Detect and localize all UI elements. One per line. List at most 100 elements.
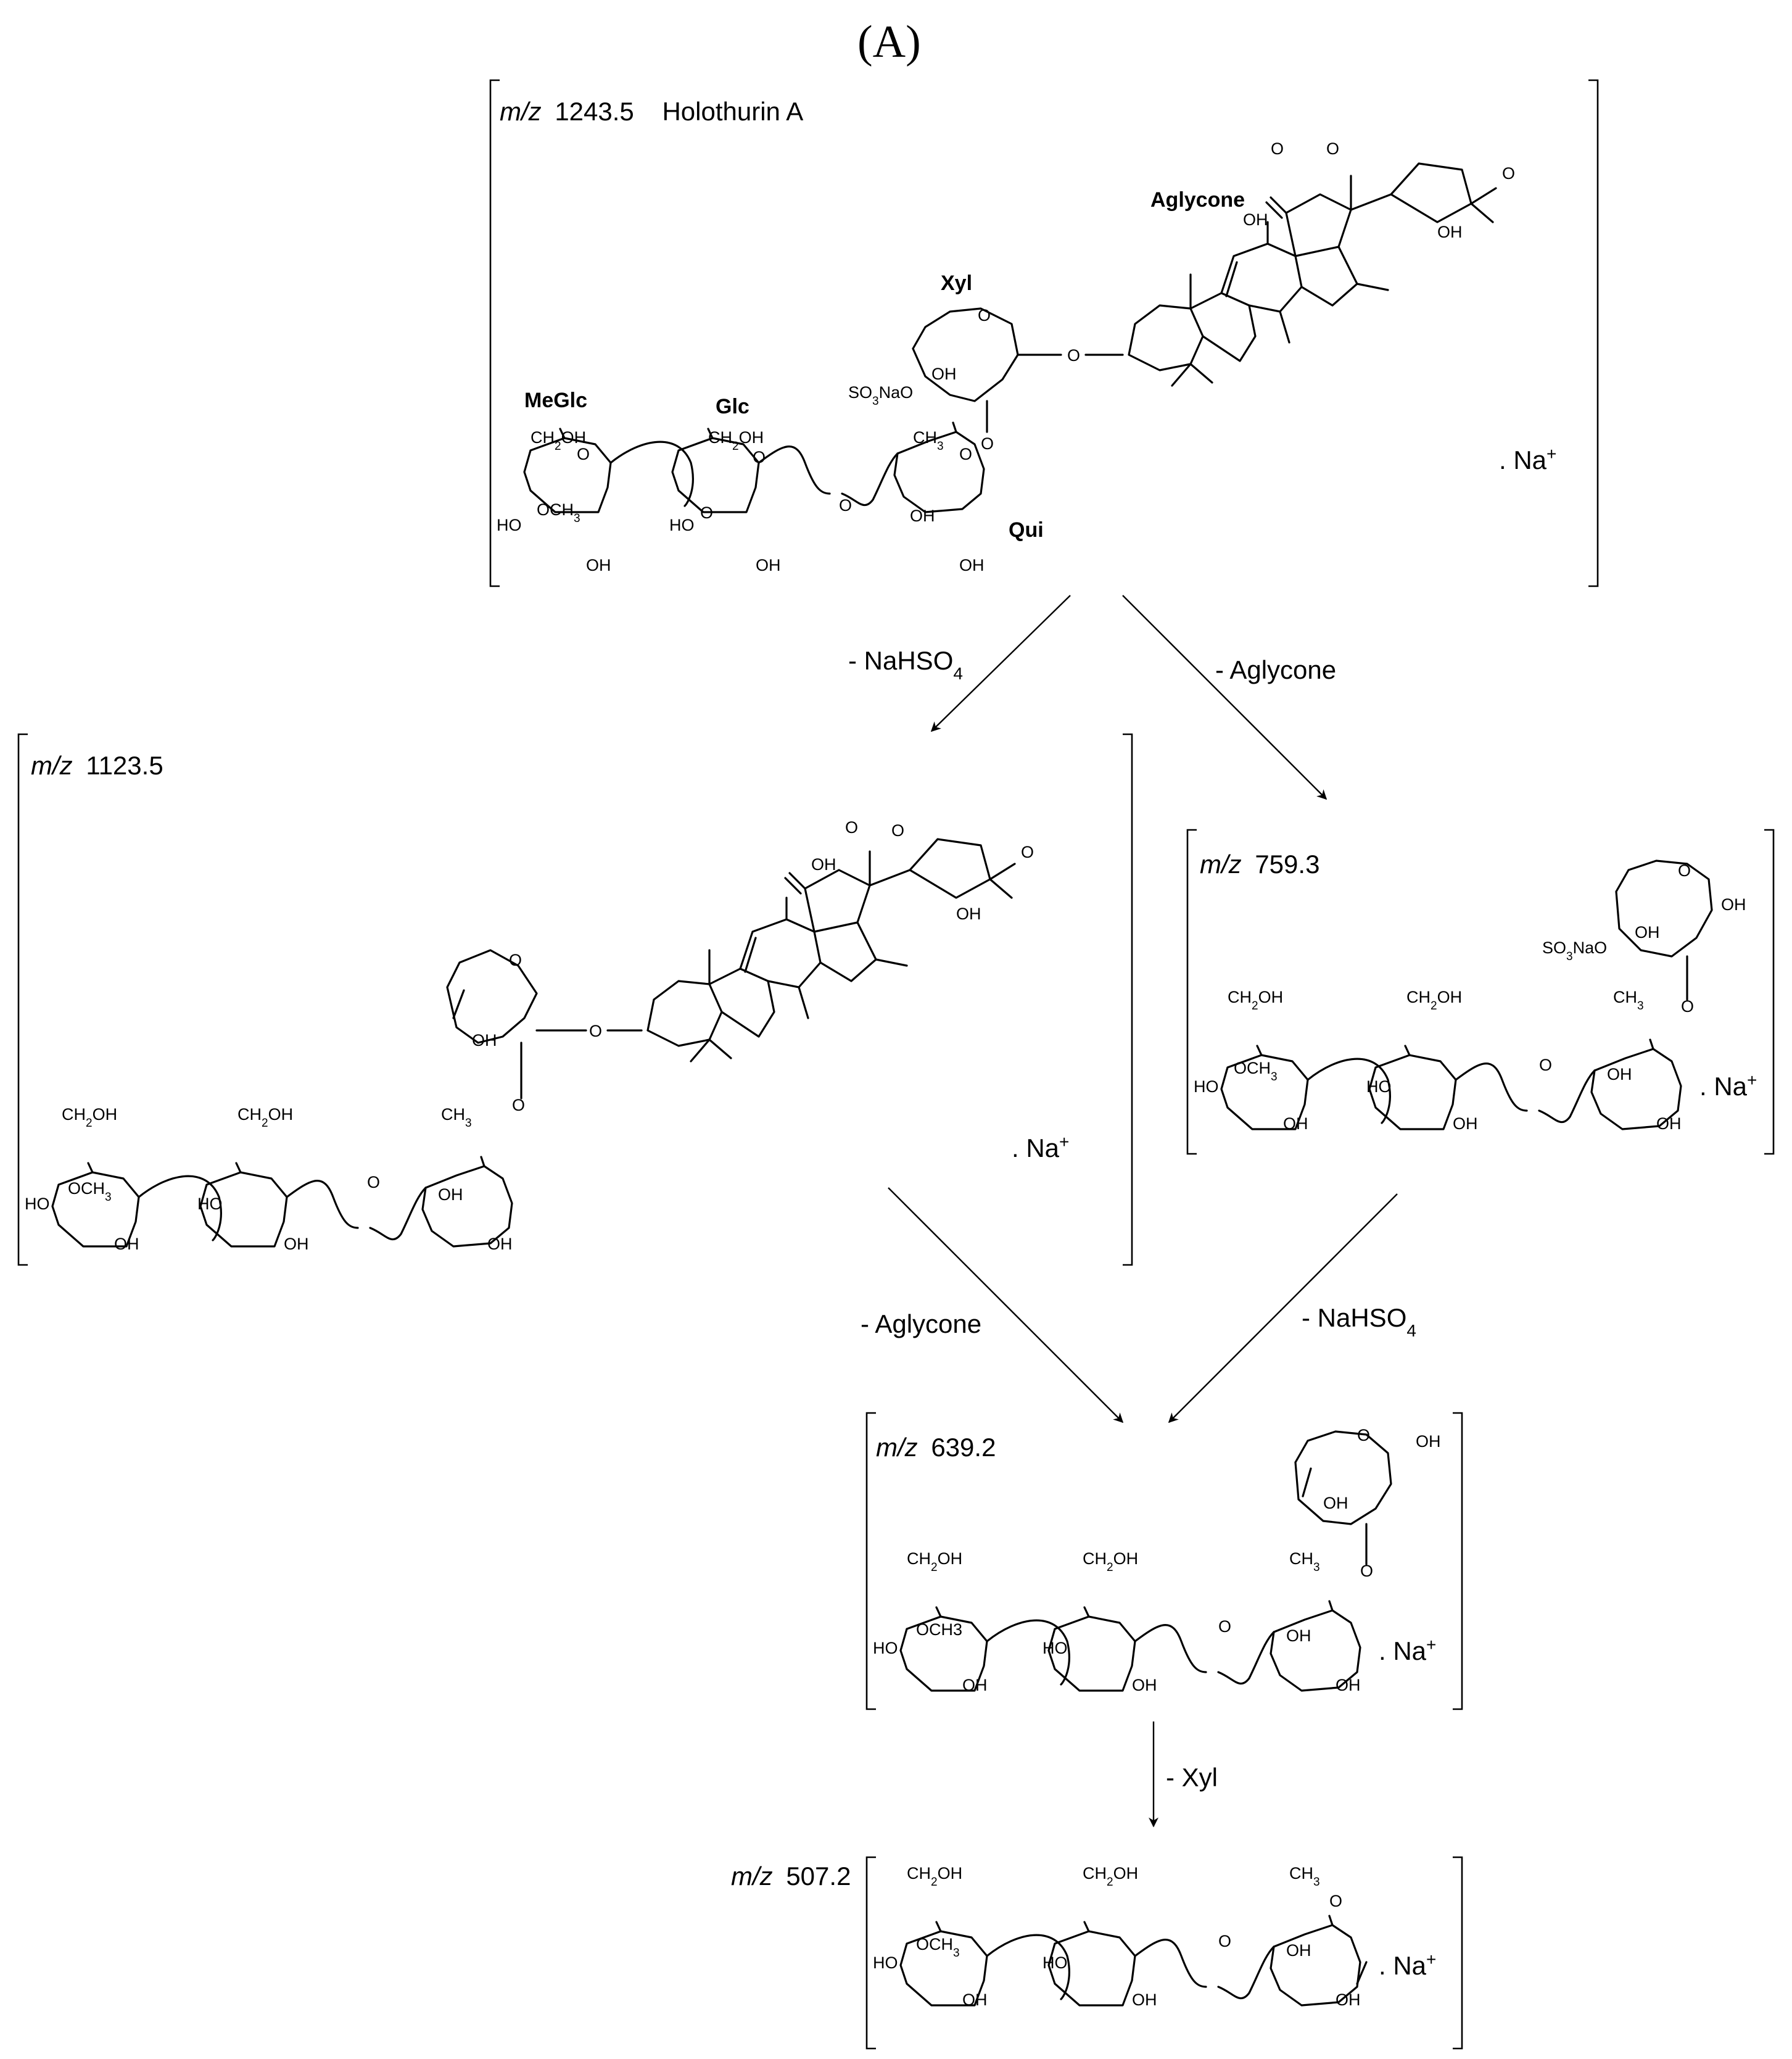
atom-o: O [981,434,994,453]
atom-o: O [845,818,858,837]
atom-oh: OH [956,905,981,923]
atom-oh: OH [910,507,935,525]
arrow-loss-aglycone-1 [1122,595,1327,800]
atom-o: O [1021,843,1034,861]
atom-ho: HO [1043,1639,1068,1657]
atom-ch2oh: CH2OH [1083,1864,1138,1889]
atom-o: O [509,951,522,969]
atom-ho: HO [1043,1953,1068,1972]
atom-o: O [367,1173,380,1191]
atom-o: O [839,496,852,515]
precursor-xyl-ring [912,307,1124,433]
loss-nahso4-label-1: - NaHSO4 [848,646,963,683]
atom-och3: OCH3 [537,500,580,525]
atom-oh: OH [962,1676,988,1694]
atom-oh: OH [931,365,957,383]
atom-oh: OH [1286,1941,1311,1960]
atom-o: O [978,306,991,325]
label-meglc: MeGlc [524,389,587,412]
panel-label: (A) [857,17,921,67]
atom-o: O [1218,1932,1231,1950]
fragment-507-block: m/z 507.2 CH2OH CH2OH CH3 OCH3 HO HO OH … [731,1856,1463,2050]
fragment-639-adduct: . Na+ [1379,1635,1436,1666]
loss-aglycone-label-1: - Aglycone [1215,655,1336,684]
atom-o: O [1271,139,1284,158]
atom-ch2oh: CH2OH [1406,988,1462,1013]
atom-oh: OH [1607,1065,1632,1083]
arrow-loss-nahso4-2 [1168,1193,1398,1423]
atom-o: O [1539,1056,1552,1074]
atom-ho: HO [25,1195,50,1213]
atom-oh: OH [756,556,781,574]
fragment-1123-block: m/z 1123.5 CH2OH CH2OH CH3 OCH3 HO HO OH… [17,733,1133,1266]
fragment-1123-adduct: . Na+ [1012,1132,1069,1163]
atom-ch2oh: CH2OH [1083,1549,1138,1574]
atom-ch2oh: CH2OH [62,1105,117,1130]
arrow-loss-nahso4-1 [930,595,1071,732]
atom-oh: OH [1132,1676,1157,1694]
fragment-759-block: m/z 759.3 CH2OH CH2OH CH3 OCH3 HO HO OH … [1186,829,1775,1155]
fragment-759-adduct: . Na+ [1699,1071,1757,1101]
atom-oh: OH [1283,1114,1308,1133]
atom-o: O [1067,346,1080,365]
atom-so3na: SO3NaO [848,383,913,408]
atom-ch2oh: CH2OH [708,428,764,453]
fragment-507-mz-label: m/z 507.2 [731,1862,851,1891]
atom-oh: OH [284,1235,309,1253]
fragment-759-mz-label: m/z 759.3 [1200,850,1319,879]
atom-o: O [1502,164,1515,183]
label-xyl: Xyl [941,271,972,295]
atom-o: O [700,503,713,522]
atom-ho: HO [1366,1077,1392,1096]
atom-so3na: SO3NaO [1542,938,1607,963]
atom-oh: OH [114,1235,139,1253]
atom-ch3: CH3 [1289,1864,1320,1889]
fragment-507-adduct: . Na+ [1379,1950,1436,1981]
atom-o: O [512,1096,525,1114]
atom-oh: OH [1132,1991,1157,2009]
atom-o: O [1218,1617,1231,1636]
atom-oh: OH [586,556,611,574]
atom-oh: OH [1336,1676,1361,1694]
atom-ch2oh: CH2OH [237,1105,293,1130]
atom-ch2oh: CH2OH [907,1864,962,1889]
atom-o: O [1681,997,1694,1016]
atom-oh: OH [1453,1114,1478,1133]
atom-och3: OCH3 [916,1935,960,1960]
atom-ch2oh: CH2OH [1228,988,1283,1013]
atom-oh: OH [1243,210,1268,229]
atom-o: O [577,445,590,463]
atom-ch3: CH3 [1289,1549,1320,1574]
precursor-mz-label: m/z 1243.5 Holothurin A [500,97,803,126]
label-qui: Qui [1009,518,1044,542]
fragment-507-double-bond [1356,1961,1368,1985]
atom-oh: OH [438,1185,463,1204]
arrow-loss-aglycone-2 [888,1187,1124,1423]
atom-oh: OH [487,1235,513,1253]
atom-o: O [959,445,972,463]
atom-ch3: CH3 [1613,988,1644,1013]
atom-ho: HO [873,1639,898,1657]
label-glc: Glc [716,395,749,418]
atom-o: O [1357,1426,1370,1444]
fragment-639-block: m/z 639.2 CH2OH CH2OH CH3 OCH3 HO HO OH … [865,1412,1463,1710]
fragment-1123-unsat-xyl [446,949,643,1100]
atom-ho: HO [669,516,695,534]
atom-oh: OH [962,1991,988,2009]
atom-oh: OH [1635,923,1660,942]
loss-nahso4-label-2: - NaHSO4 [1302,1303,1416,1340]
atom-oh: OH [1286,1626,1311,1645]
atom-o: O [589,1022,602,1040]
atom-o: O [1326,139,1339,158]
atom-oh: OH [811,855,836,874]
atom-ho: HO [197,1195,223,1213]
atom-o: O [1678,861,1691,880]
fragment-639-mz-label: m/z 639.2 [876,1433,996,1462]
atom-och3: OCH3 [1234,1059,1278,1083]
atom-oh: OH [1721,895,1746,914]
atom-ch2oh: CH2OH [531,428,586,453]
precursor-block: m/z 1243.5 Holothurin A Aglycone Xyl MeG… [489,79,1599,587]
fragment-1123-mz-label: m/z 1123.5 [31,751,163,780]
loss-aglycone-label-2: - Aglycone [861,1309,981,1338]
